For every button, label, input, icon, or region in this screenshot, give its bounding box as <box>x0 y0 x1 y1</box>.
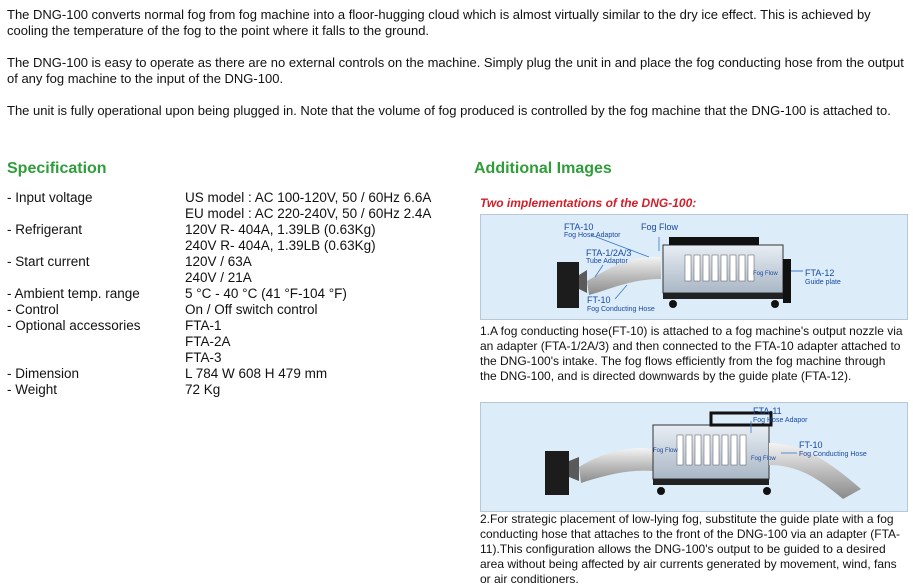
spec-value: 5 °C - 40 °C (41 °F-104 °F) <box>185 286 347 301</box>
label-fta12: FTA-12 <box>805 268 835 278</box>
spec-value-line: 240V / 21A <box>185 270 252 285</box>
spec-value: On / Off switch control <box>185 302 318 317</box>
label-fta12a: FTA-1/2A/3 <box>586 248 632 258</box>
label-fta11: FTA-11 <box>753 406 782 416</box>
intro-paragraph-1: The DNG-100 converts normal fog from fog… <box>7 7 871 38</box>
fog-machine-shape <box>557 262 579 308</box>
spec-value: 72 Kg <box>185 382 221 397</box>
spec-value-line: US model : AC 100-120V, 50 / 60Hz 6.6A <box>185 190 432 205</box>
label-inner-fog-flow-1: Fog Flow <box>653 448 678 454</box>
label-fta10: FTA-10 <box>564 222 594 232</box>
spec-value-line: 240V R- 404A, 1.39LB (0.63Kg) <box>185 238 376 253</box>
fog-machine-shape <box>545 451 569 495</box>
spec-label: - Weight <box>7 382 58 397</box>
spec-label: - Optional accessories <box>7 318 141 333</box>
spec-value: 120V R- 404A, 1.39LB (0.63Kg) 240V R- 40… <box>185 222 431 254</box>
label-fta12-sub: Guide plate <box>805 279 841 286</box>
spec-row: - Control On / Off switch control <box>7 302 431 318</box>
images-caption-title: Two implementations of the DNG-100: <box>480 196 697 210</box>
spec-label: - Dimension <box>7 366 80 381</box>
spec-row: - Optional accessories FTA-1 FTA-2A FTA-… <box>7 318 431 366</box>
spec-label: - Control <box>7 302 59 317</box>
additional-images-heading: Additional Images <box>474 160 612 177</box>
spec-value-line: FTA-3 <box>185 350 222 365</box>
spec-row: - Dimension L 784 W 608 H 479 mm <box>7 366 431 382</box>
spec-value: US model : AC 100-120V, 50 / 60Hz 6.6A E… <box>185 190 431 222</box>
label-fta11-sub: Fog Hose Adapor <box>753 417 808 424</box>
spec-label: - Refrigerant <box>7 222 83 237</box>
spec-table: - Input voltage US model : AC 100-120V, … <box>7 190 431 398</box>
intro-paragraph-3: The unit is fully operational upon being… <box>7 103 891 118</box>
spec-value-line: EU model : AC 220-240V, 50 / 60Hz 2.4A <box>185 206 432 221</box>
label-fta12a-sub: Tube Adaptor <box>586 258 628 265</box>
diagram-implementation-2: FTA-11 Fog Hose Adapor FT-10 Fog Conduct… <box>480 402 908 512</box>
spec-label: - Ambient temp. range <box>7 286 140 301</box>
spec-row: - Weight 72 Kg <box>7 382 431 398</box>
diagram-implementation-1: FTA-10 Fog Hose Adaptor Fog Flow FTA-1/2… <box>480 214 908 320</box>
spec-label: - Start current <box>7 254 90 269</box>
hose-shape <box>587 256 661 295</box>
spec-value-line: 120V R- 404A, 1.39LB (0.63Kg) <box>185 222 376 237</box>
intro-paragraph-2: The DNG-100 is easy to operate as there … <box>7 55 904 86</box>
spec-value-line: 120V / 63A <box>185 254 252 269</box>
output-hose-shape <box>769 443 861 499</box>
spec-row: - Start current 120V / 63A 240V / 21A <box>7 254 431 286</box>
hose-shape <box>579 447 653 483</box>
spec-row: - Refrigerant 120V R- 404A, 1.39LB (0.63… <box>7 222 431 254</box>
spec-value-line: FTA-1 <box>185 318 222 333</box>
specification-heading: Specification <box>7 160 107 177</box>
label-fta10-sub: Fog Hose Adaptor <box>564 232 621 239</box>
guide-plate-shape <box>783 259 791 303</box>
label-inner-fog-flow-2: Fog Flow <box>751 456 776 462</box>
label-ft10-sub: Fog Conducting Hose <box>587 306 655 313</box>
label-ft10: FT-10 <box>799 440 823 450</box>
spec-value-line: FTA-2A <box>185 334 231 349</box>
spec-value: FTA-1 FTA-2A FTA-3 <box>185 318 431 366</box>
spec-value: L 784 W 608 H 479 mm <box>185 366 328 381</box>
spec-row: - Input voltage US model : AC 100-120V, … <box>7 190 431 222</box>
diagram-1-illustration <box>557 234 803 308</box>
spec-value: 120V / 63A 240V / 21A <box>185 254 431 286</box>
image-2-description: 2.For strategic placement of low-lying f… <box>480 512 901 586</box>
spec-label: - Input voltage <box>7 190 93 205</box>
dng-unit-shape <box>652 424 770 480</box>
spec-row: - Ambient temp. range 5 °C - 40 °C (41 °… <box>7 286 431 302</box>
label-fog-flow: Fog Flow <box>641 222 679 232</box>
diagram-2-illustration <box>545 411 861 499</box>
label-inner-fog-flow: Fog Flow <box>753 271 778 277</box>
label-ft10: FT-10 <box>587 295 611 305</box>
label-ft10-sub: Fog Conducting Hose <box>799 451 867 458</box>
image-1-description: 1.A fog conducting hose(FT-10) is attach… <box>480 324 903 383</box>
